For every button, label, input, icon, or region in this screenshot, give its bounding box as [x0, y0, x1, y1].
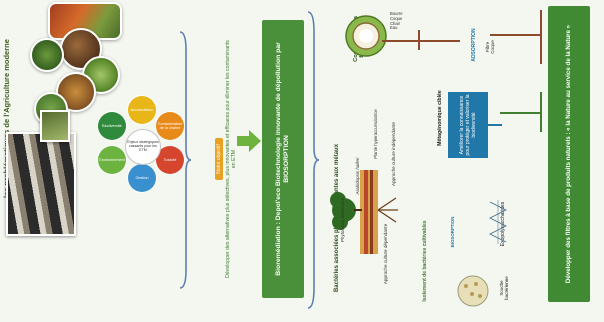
- left-brace: [179, 31, 192, 289]
- coco-connector: [382, 40, 460, 42]
- landscape-photo: [30, 38, 64, 72]
- metagenomic-label: Métagénomique ciblée: [437, 90, 443, 146]
- adsorption-item-coque: Coque: [490, 40, 495, 54]
- left-collage: les problématiques de l'Agriculture mode…: [0, 0, 184, 322]
- plant-illustration: [330, 170, 398, 254]
- bioremediation-text: Bioremédiation : Depol'eco Biotechnologi…: [274, 42, 290, 276]
- biosorption-small-label: BIOSORPTION: [449, 216, 455, 248]
- adsorption-items: Fibre Coque: [481, 27, 499, 67]
- objective-panel: Notre objectif Développer des alternativ…: [196, 30, 242, 290]
- petal-5: Environnement: [98, 146, 126, 174]
- right-bracket-lower-vert: [540, 92, 542, 132]
- coco-label-chair: Chair: [390, 20, 401, 26]
- right-bracket-vertical: [540, 10, 542, 64]
- coconut-illustration: [345, 15, 387, 57]
- petal-3: Toxicité: [156, 146, 184, 174]
- issues-petal-diagram: Accumulation Contamination de la chaîne …: [92, 96, 192, 196]
- petal-1: Accumulation: [128, 96, 156, 124]
- adsorption-title: ADSORPTION: [471, 28, 477, 62]
- exopoly-structure: [489, 200, 507, 244]
- right-brace: [307, 11, 320, 309]
- coco-label-coque: Coque: [390, 15, 403, 21]
- plant-name-2: Phytolacca americana: [339, 197, 345, 243]
- plant-label-hyperacc: Plante hyperaccumulatrice: [372, 109, 378, 159]
- bacteria-colony: [457, 275, 489, 307]
- coco-labels: Bourre Coque Chair Eau: [390, 11, 412, 31]
- fieldwork-photo-small: [40, 110, 70, 142]
- approach-dependent: Approche culture dépendante: [382, 223, 388, 285]
- bioremediation-box: Bioremédiation : Depol'eco Biotechnologi…: [262, 20, 304, 298]
- petal-6: Biodiversité: [98, 112, 126, 140]
- souche-label: Souche bactérienne: [499, 276, 509, 300]
- knowledge-box: Améliorer la connaissance pour protéger …: [448, 92, 488, 158]
- coco-label-bourre: Bourre: [390, 11, 403, 16]
- plant-name: Arabidopsis halleri: [354, 157, 360, 195]
- knowledge-connector: [488, 124, 502, 126]
- coco-label-eau: Eau: [390, 25, 398, 31]
- right-bracket-lower: [500, 112, 540, 114]
- approach-independent: Approche culture indépendante: [390, 122, 396, 186]
- filters-box: Développer des filtres à base de produit…: [548, 6, 590, 302]
- petal-2: Contamination de la chaîne: [156, 112, 184, 140]
- isolement-label: Isolement de bactéries cultivables: [422, 220, 428, 302]
- green-arrow: [237, 130, 261, 152]
- right-bracket-top: [490, 34, 540, 36]
- filters-text: Développer des filtres à base de produit…: [565, 24, 573, 284]
- fieldwork-photo: [6, 132, 76, 236]
- coco-connector-tick: [418, 30, 420, 50]
- petal-4: Gestion: [128, 164, 156, 192]
- knowledge-text: Améliorer la connaissance pour protéger …: [459, 94, 477, 156]
- objective-text: Développer des alternatives plus sélecti…: [225, 40, 237, 278]
- adsorption-block: ADSORPTION Fibre Coque: [460, 18, 496, 76]
- petal-center: Enjeux stratégiques cassants pour les ET…: [125, 129, 161, 165]
